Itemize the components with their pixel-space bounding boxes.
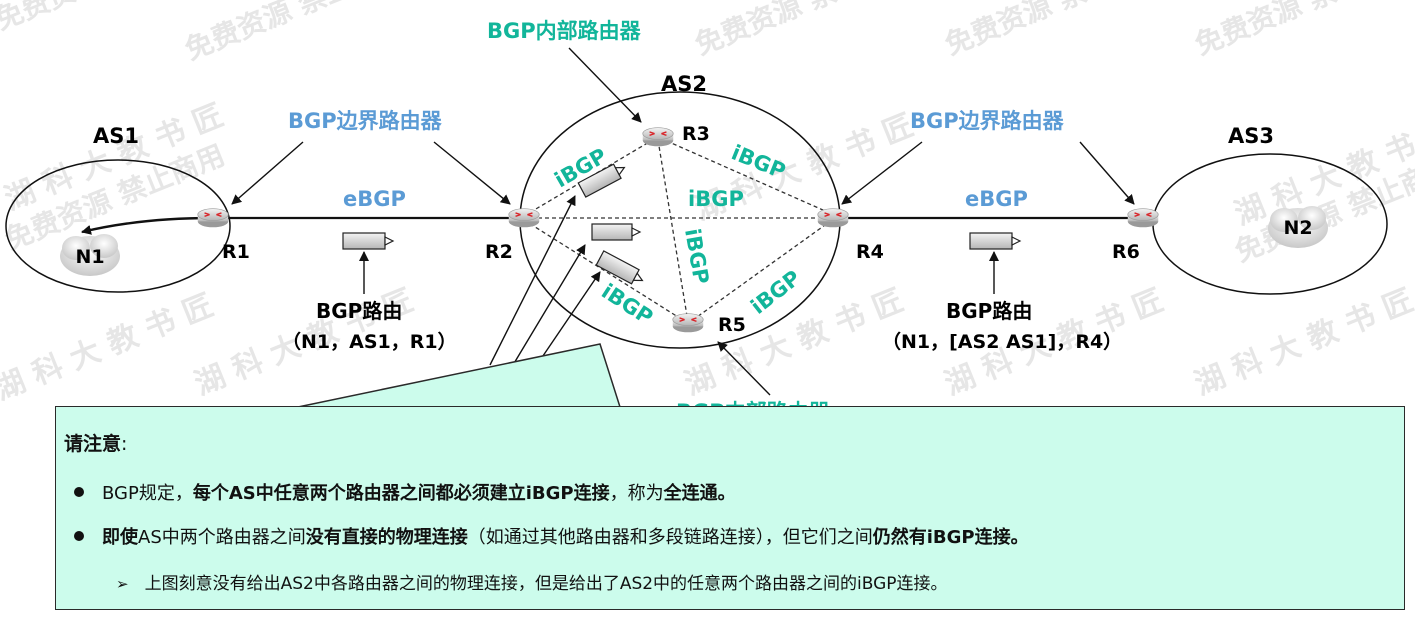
ebgp-label-right: eBGP: [965, 187, 1028, 211]
watermark-text: 湖 科 大 教 书 匠: [1190, 283, 1415, 402]
note-line2-a: 即使: [102, 527, 138, 548]
as1-boundary: [5, 159, 231, 293]
ibgp-line-r3-r5: [657, 139, 689, 323]
note-line3: 上图刻意没有给出AS2中各路由器之间的物理连接，但是给出了AS2中的任意两个路由…: [144, 574, 948, 594]
note-line1-b: 每个AS中任意两个路由器之间都必须建立iBGP连接: [192, 483, 610, 504]
callout-arrow-r2: [433, 141, 511, 205]
ibgp-label-r4-r5: iBGP: [746, 266, 805, 319]
watermark-text: 免费资源 禁止商用: [180, 0, 409, 66]
note-box: 请注意: BGP规定，每个AS中任意两个路由器之间都必须建立iBGP连接，称为全…: [55, 406, 1405, 610]
router-r1-label: R1: [222, 241, 250, 263]
callout-arrow-r4: [841, 141, 923, 205]
router-r5-icon: [672, 313, 704, 333]
ibgp-line-r2-r3: [523, 137, 657, 217]
route-packet-to-r3: [577, 163, 626, 198]
ibgp-label-r3-r5: iBGP: [680, 227, 713, 286]
ibgp-mesh: [523, 137, 833, 323]
arrowhead-icon: ➢: [116, 575, 129, 593]
note-title: 请注意:: [64, 429, 127, 456]
callout-arrow-r6: [1079, 141, 1135, 205]
internal-router-callout-top: BGP内部路由器: [487, 19, 642, 43]
callout-arrow-r5: [717, 341, 771, 396]
note-title-text: 请注意: [64, 433, 122, 455]
watermark-text: 免费资源 禁止商用: [0, 0, 219, 36]
border-router-callout-right: BGP边界路由器: [910, 109, 1065, 133]
as1-label: AS1: [93, 124, 139, 148]
bgp-route-right-value: （N1，[AS2 AS1]，R4）: [882, 330, 1122, 353]
ebgp-label-left: eBGP: [343, 187, 406, 211]
router-r3-label: R3: [682, 123, 710, 145]
watermark-text: 湖 科 大 教 书 匠: [680, 283, 908, 402]
network-n2-cloud: [1268, 206, 1328, 248]
router-r4-label: R4: [856, 241, 884, 263]
bgp-route-right-title: BGP路由: [946, 299, 1032, 323]
note-line2-b: AS中两个路由器之间: [138, 527, 306, 548]
network-n1-cloud: [60, 234, 120, 276]
note-line2-d: （如通过其他路由器和多段链路连接），但它们之间: [467, 527, 873, 548]
router-r6-label: R6: [1112, 241, 1140, 263]
border-router-callout-left: BGP边界路由器: [288, 109, 443, 133]
ibgp-label-r2-r5: iBGP: [597, 279, 657, 330]
route-arrow-to-r3: [489, 195, 576, 366]
ibgp-label-r2-r4: iBGP: [688, 187, 744, 211]
note-line1-d: 全连通。: [663, 483, 736, 504]
bullet-icon: [74, 487, 84, 497]
route-packet-to-r5: [595, 250, 644, 285]
route-packet-left: [342, 232, 395, 250]
note-line1-c: ，称为: [609, 483, 664, 504]
note-bullet-2: 即使AS中两个路由器之间没有直接的物理连接（如通过其他路由器和多段链路连接），但…: [74, 523, 1029, 549]
router-r2-icon: [508, 208, 540, 228]
watermark-text: 免费资源 禁止商用: [690, 0, 919, 61]
router-r4-icon: [817, 208, 849, 228]
note-line2-c: 没有直接的物理连接: [305, 527, 468, 548]
callout-arrow-r3: [568, 47, 642, 123]
note-line2-e: 仍然有iBGP连接。: [872, 527, 1029, 548]
router-r5-label: R5: [718, 314, 746, 336]
route-arrow-to-r4: [509, 244, 586, 371]
watermark-text: 免费资源 禁止商用: [1190, 0, 1415, 61]
network-n2-label: N2: [1283, 217, 1312, 239]
router-r1-icon: [197, 208, 229, 228]
router-r3-icon: [642, 127, 674, 147]
note-line1-a: BGP规定，: [102, 483, 193, 504]
route-to-n1-arrow: [81, 216, 213, 235]
route-packets: [342, 163, 1022, 285]
note-sub-bullet: ➢ 上图刻意没有给出AS2中各路由器之间的物理连接，但是给出了AS2中的任意两个路…: [116, 569, 948, 594]
ibgp-line-r4-r5: [689, 219, 833, 323]
as3-label: AS3: [1228, 124, 1274, 148]
route-arrow-to-r5: [529, 271, 601, 376]
as2-boundary: [519, 91, 841, 349]
bullet-icon: [74, 531, 84, 541]
note-bullet-1: BGP规定，每个AS中任意两个路由器之间都必须建立iBGP连接，称为全连通。: [74, 479, 736, 505]
bgp-route-left-title: BGP路由: [316, 299, 402, 323]
route-packet-right: [969, 232, 1022, 250]
as2-label: AS2: [661, 72, 707, 96]
router-r6-icon: [1127, 208, 1159, 228]
network-n1-label: N1: [75, 246, 104, 268]
ibgp-line-r3-r4: [659, 137, 833, 215]
watermark-text: 湖 科 大 教 书 匠: [0, 288, 218, 407]
watermark-text: 免费资源 禁止商用: [940, 0, 1169, 61]
ibgp-line-r2-r5: [523, 219, 687, 323]
callout-arrow-r1: [231, 141, 304, 205]
bgp-route-left-value: （N1，AS1，R1）: [282, 330, 457, 353]
route-packet-to-r4: [591, 223, 642, 241]
note-title-colon: :: [121, 433, 128, 455]
router-r2-label: R2: [485, 241, 513, 263]
